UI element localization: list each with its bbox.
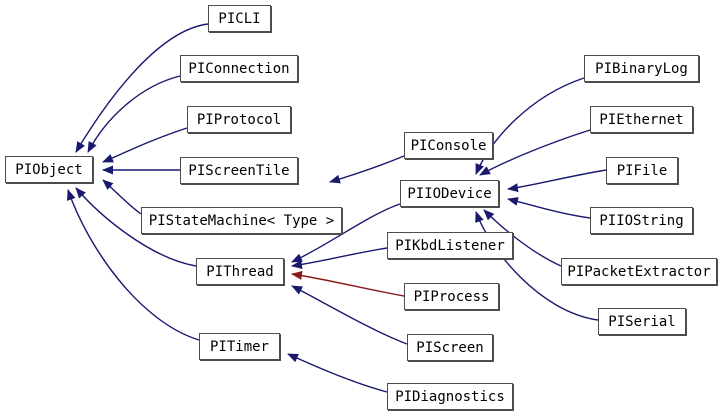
class-node-pikbdlistener[interactable]: PIKbdListener — [387, 232, 513, 259]
class-node-label: PIScreenTile — [188, 162, 290, 179]
class-node-pithread[interactable]: PIThread — [196, 258, 284, 285]
class-node-piconsole[interactable]: PIConsole — [404, 132, 493, 159]
class-node-pidiagnostics[interactable]: PIDiagnostics — [387, 383, 513, 410]
class-node-pitimer[interactable]: PITimer — [199, 333, 280, 360]
class-node-label: PIFile — [616, 162, 668, 179]
edge-piiostring-to-piiodevice — [507, 197, 591, 219]
class-node-label: PIIODevice — [407, 185, 492, 202]
class-node-pibinarylog[interactable]: PIBinaryLog — [584, 55, 699, 82]
class-node-label: PIObject — [15, 161, 83, 178]
class-node-label: PIPacketExtractor — [567, 263, 711, 280]
edge-pistatemachine-to-piobject — [102, 179, 142, 215]
class-node-label: PIThread — [206, 263, 274, 280]
class-node-pifile[interactable]: PIFile — [606, 157, 678, 184]
edge-piconsole-to-piiodevice — [329, 155, 405, 184]
edge-piscreen-to-pithread — [291, 285, 408, 345]
class-node-piiostring[interactable]: PIIOString — [590, 207, 693, 234]
class-node-label: PIStateMachine< Type > — [148, 212, 335, 229]
class-node-piconnection[interactable]: PIConnection — [180, 55, 298, 82]
class-node-label: PIConsole — [410, 137, 487, 154]
class-node-label: PIScreen — [416, 339, 484, 356]
class-node-piethernet[interactable]: PIEthernet — [590, 106, 693, 133]
class-node-label: PIProcess — [413, 288, 490, 305]
class-node-label: PIDiagnostics — [395, 388, 505, 405]
class-node-label: PITimer — [209, 338, 269, 355]
edge-pibinarylog-to-piiodevice — [475, 77, 585, 175]
class-node-label: PIBinaryLog — [595, 60, 688, 77]
class-node-piprocess[interactable]: PIProcess — [404, 283, 499, 310]
edge-pifile-to-piiodevice — [507, 169, 607, 193]
class-node-piscreentile[interactable]: PIScreenTile — [180, 157, 298, 184]
class-node-label: PIKbdListener — [395, 237, 505, 254]
class-node-label: PIConnection — [188, 60, 290, 77]
class-node-piiodevice[interactable]: PIIODevice — [400, 180, 499, 207]
edge-piprotocol-to-piobject — [102, 127, 188, 163]
class-node-label: PIEthernet — [599, 111, 684, 128]
class-node-label: PISerial — [608, 313, 676, 330]
class-node-label: PIProtocol — [196, 111, 282, 128]
class-node-piprotocol[interactable]: PIProtocol — [187, 106, 291, 133]
edge-pidiagnostics-to-pitimer — [287, 353, 388, 393]
class-node-label: PICLI — [218, 10, 261, 27]
class-node-piscreen[interactable]: PIScreen — [407, 334, 493, 361]
class-node-piserial[interactable]: PISerial — [598, 308, 686, 335]
edge-piethernet-to-piiodevice — [479, 129, 591, 176]
class-node-pistatemachine[interactable]: PIStateMachine< Type > — [141, 207, 342, 234]
class-node-picli[interactable]: PICLI — [208, 5, 271, 32]
class-node-pipacketextractor[interactable]: PIPacketExtractor — [561, 258, 717, 285]
class-node-piobject[interactable]: PIObject — [5, 156, 93, 183]
class-node-label: PIIOString — [599, 212, 684, 229]
edge-piconnection-to-piobject — [87, 75, 181, 153]
edge-piprocess-to-pithread — [291, 270, 405, 297]
edge-pikbdlistener-to-pithread — [291, 247, 388, 270]
